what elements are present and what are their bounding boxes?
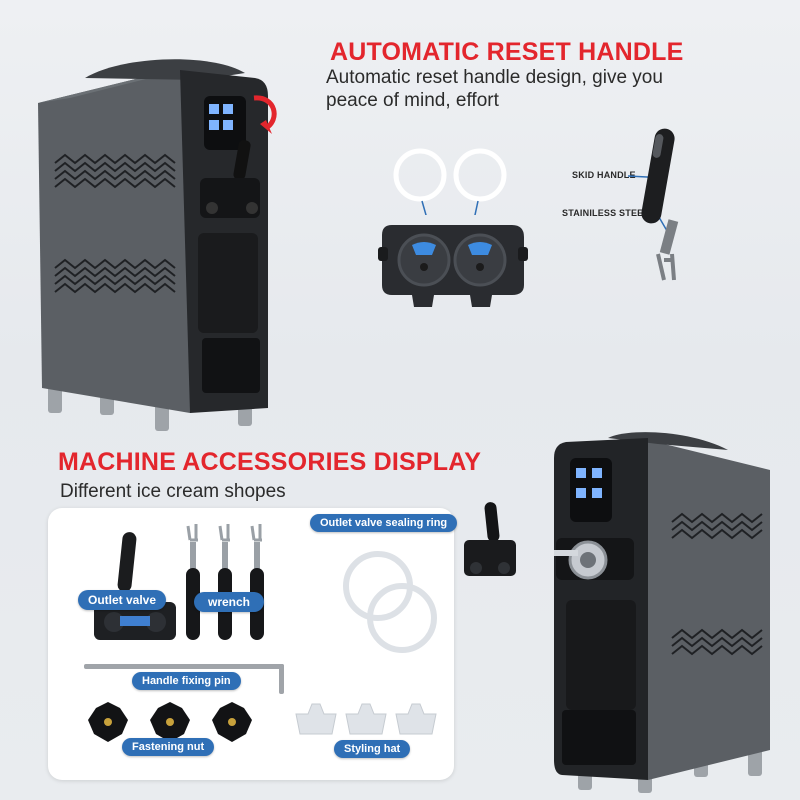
accessories-subtitle: Different ice cream shopes	[60, 481, 286, 502]
ice-cream-machine-top	[38, 59, 277, 431]
handle-fixing-pin-image	[84, 664, 284, 694]
wrench-image	[186, 524, 264, 640]
reset-handle-image	[627, 128, 679, 281]
outlet-valve-image	[94, 532, 176, 640]
styling-hat-image	[295, 703, 437, 735]
wrench-label: wrench	[194, 592, 265, 612]
skid-handle-label: SKID HANDLE	[572, 170, 636, 180]
valve-block-image	[378, 225, 528, 307]
fastening-nut-label: Fastening nut	[122, 738, 215, 756]
fastening-nut-image	[88, 702, 252, 742]
accessories-panel: Outlet valve wrench Outlet valve sealing…	[48, 508, 458, 780]
sealing-ring-label: Outlet valve sealing ring	[310, 514, 458, 532]
reset-handle-description: Automatic reset handle design, give you …	[326, 67, 663, 111]
rotate-arrow-icon	[253, 95, 277, 131]
machine-leg	[155, 403, 169, 431]
outlet-valve-label: Outlet valve	[78, 590, 167, 610]
sealing-rings-image	[393, 148, 507, 215]
sealing-ring-image	[343, 551, 437, 653]
accessories-heading: MACHINE ACCESSORIES DISPLAY	[58, 448, 482, 476]
reset-handle-heading: AUTOMATIC RESET HANDLE	[330, 38, 684, 66]
ice-cream-machine-bottom	[464, 432, 770, 793]
styling-hat-label: Styling hat	[334, 740, 411, 758]
handle-fixing-pin-label: Handle fixing pin	[132, 672, 241, 690]
stainless-steel-label: STAINILESS STEEL	[562, 208, 650, 218]
